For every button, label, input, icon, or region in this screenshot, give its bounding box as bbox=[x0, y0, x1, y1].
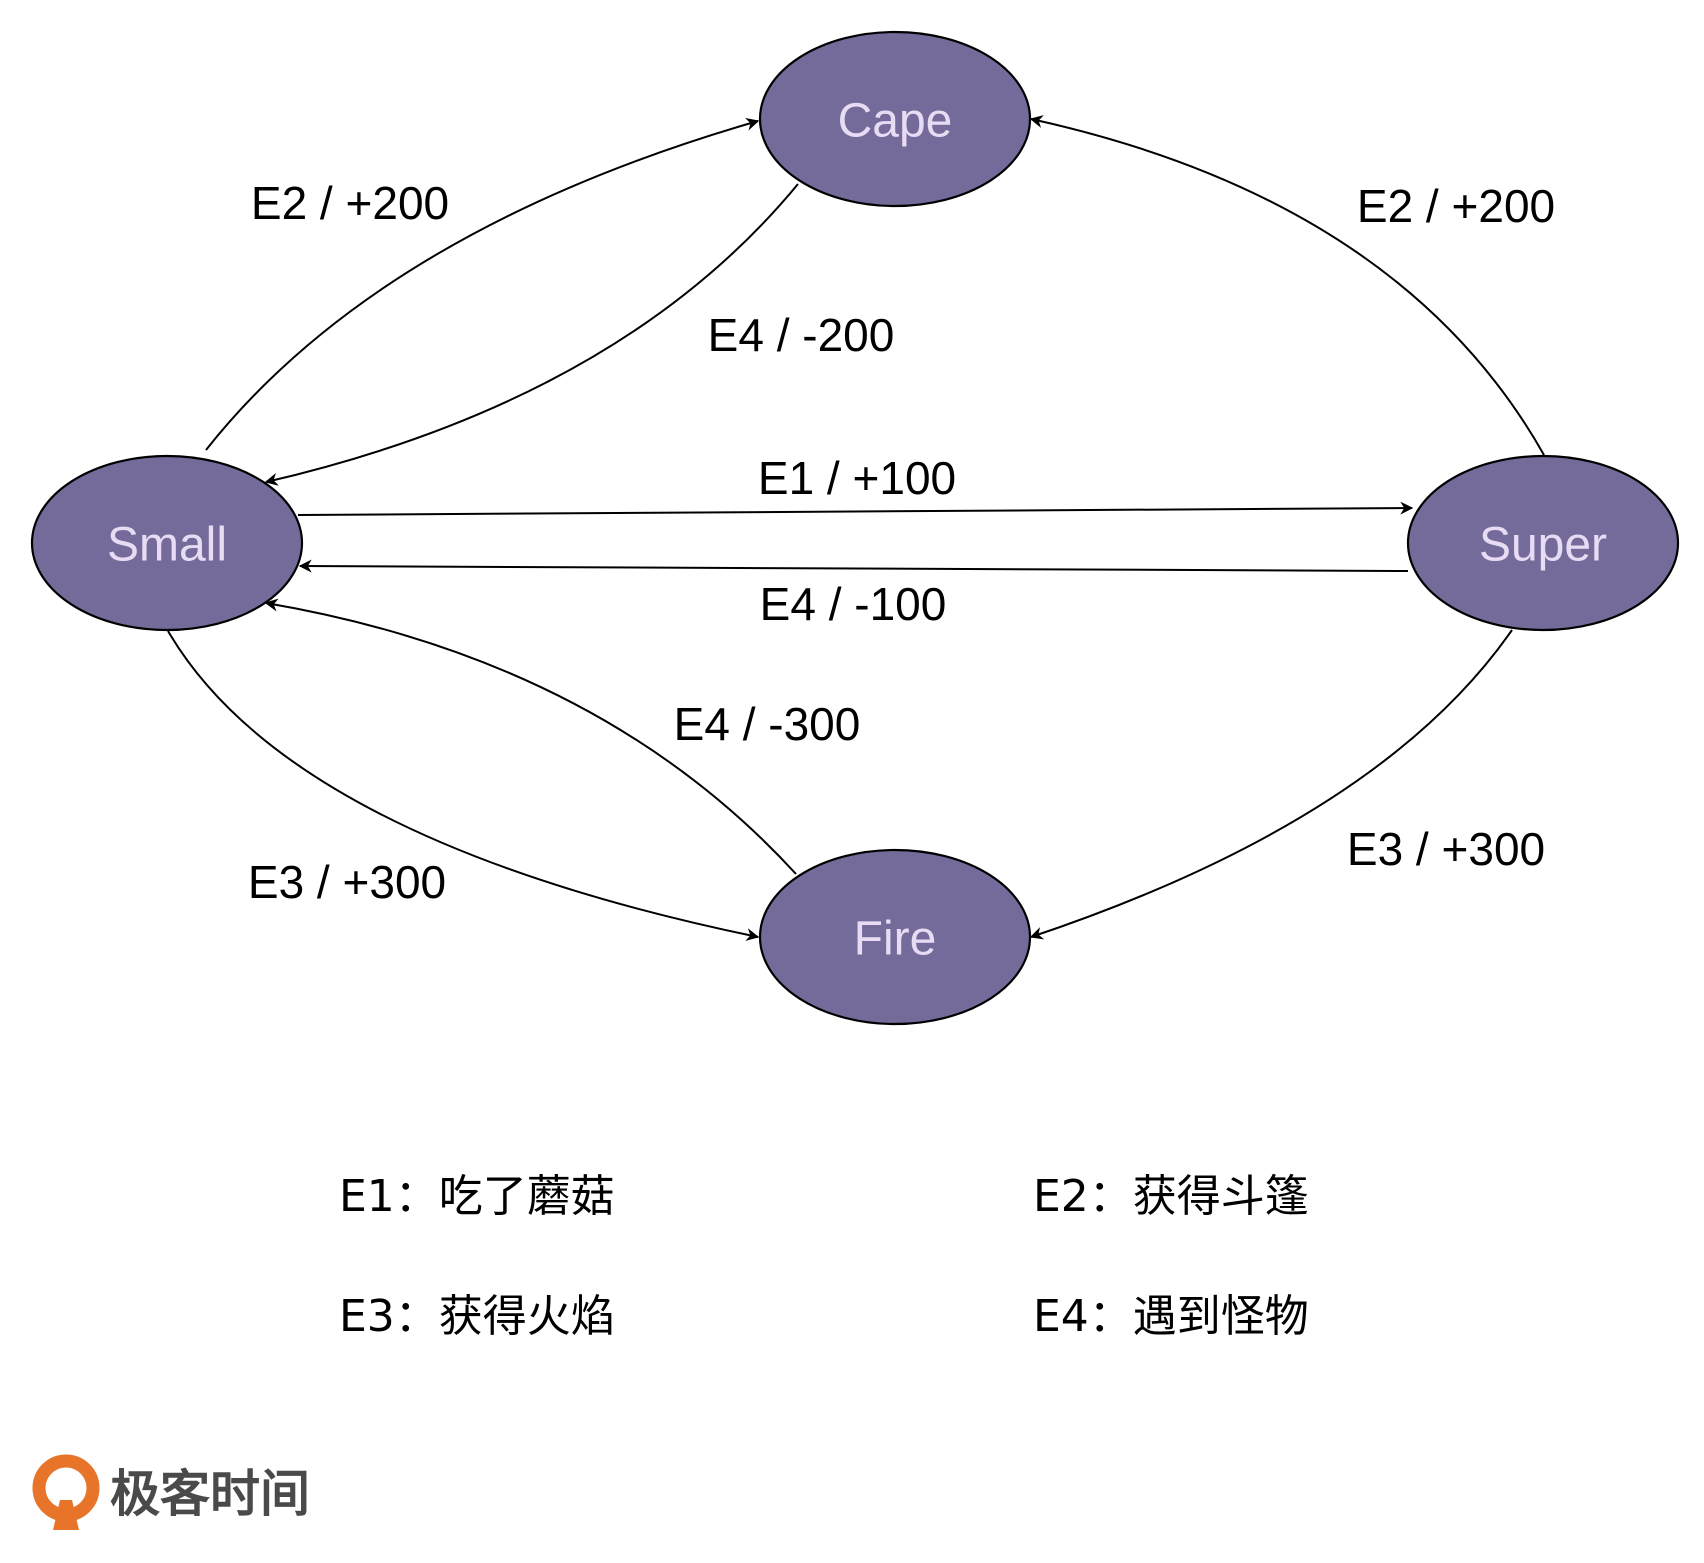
edge-small-to-cape bbox=[205, 117, 760, 451]
edge-fire-to-small bbox=[264, 598, 797, 875]
edge-label-small-to-fire: E3 / +300 bbox=[248, 856, 446, 908]
edge-small-to-fire bbox=[167, 630, 760, 941]
node-super: Super bbox=[1406, 454, 1680, 632]
edge-super-to-fire bbox=[1029, 629, 1513, 940]
edge-label-super-to-fire: E3 / +300 bbox=[1347, 823, 1545, 875]
brand-name: 极客时间 bbox=[110, 1465, 310, 1523]
edge-label-super-to-small: E4 / -100 bbox=[760, 578, 947, 630]
legend-e4: E4：遇到怪物 bbox=[1033, 1291, 1309, 1342]
node-fire-label: Fire bbox=[854, 913, 937, 966]
geektime-logo-icon bbox=[32, 1454, 100, 1530]
edge-label-cape-to-small: E4 / -200 bbox=[708, 309, 895, 361]
edge-small-to-super bbox=[297, 501, 1414, 516]
legend-e2: E2：获得斗篷 bbox=[1033, 1171, 1309, 1222]
node-small: Small bbox=[30, 454, 304, 632]
node-cape: Cape bbox=[758, 30, 1032, 208]
edge-super-to-small bbox=[298, 559, 1409, 573]
edge-label-small-to-cape: E2 / +200 bbox=[251, 177, 449, 229]
edge-label-small-to-super: E1 / +100 bbox=[758, 452, 956, 504]
legend-e1: E1：吃了蘑菇 bbox=[339, 1171, 615, 1222]
edge-cape-to-small bbox=[264, 183, 799, 486]
edge-label-fire-to-small: E4 / -300 bbox=[674, 698, 861, 750]
node-fire: Fire bbox=[758, 848, 1032, 1026]
legend-e3: E3：获得火焰 bbox=[339, 1291, 615, 1342]
node-cape-label: Cape bbox=[838, 95, 953, 148]
edge-super-to-cape bbox=[1029, 115, 1545, 456]
node-super-label: Super bbox=[1479, 519, 1607, 572]
edge-label-super-to-cape: E2 / +200 bbox=[1357, 180, 1555, 232]
node-small-label: Small bbox=[107, 519, 227, 572]
